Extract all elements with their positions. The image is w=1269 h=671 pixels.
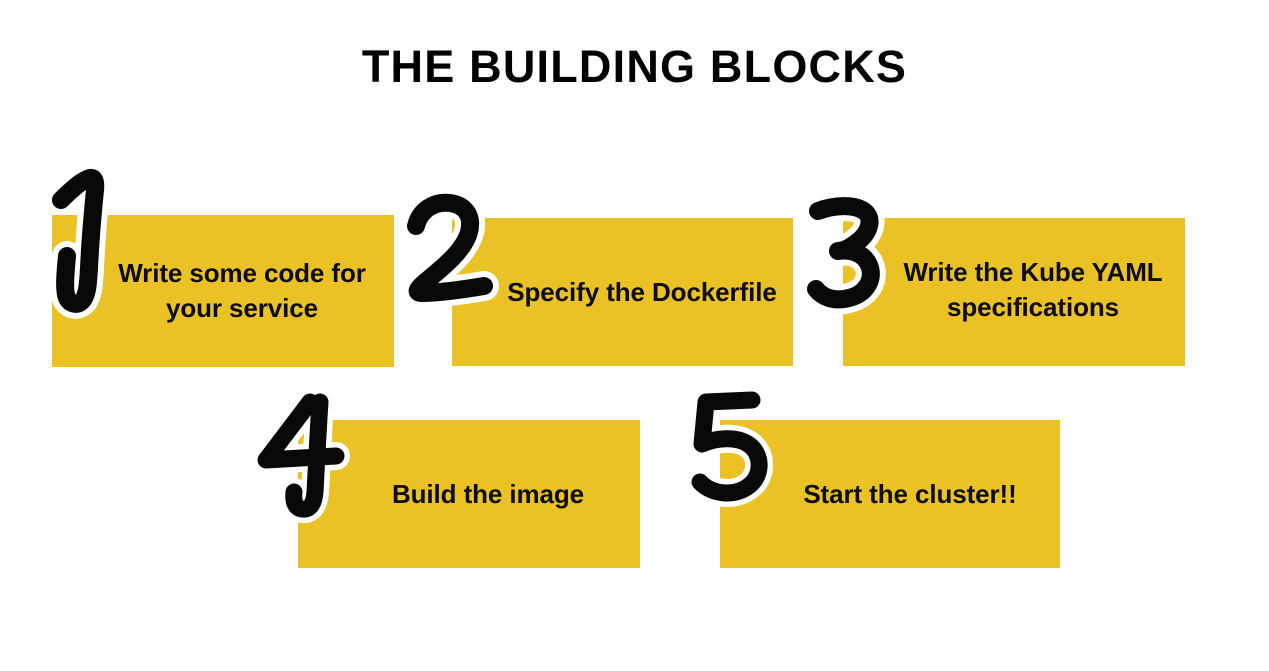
- step-number-2-icon: [400, 187, 504, 312]
- page-title: THE BUILDING BLOCKS: [361, 41, 908, 92]
- step-number-4-icon: [248, 388, 352, 524]
- step-number-1-icon: [44, 162, 116, 324]
- step-number-5-icon: [676, 382, 780, 518]
- step-5-background: [720, 420, 1060, 568]
- step-number-3-icon: [800, 191, 896, 317]
- step-1-background: [52, 215, 394, 367]
- step-4-background: [298, 420, 640, 568]
- step-2-background: [452, 218, 793, 366]
- step-3-background: [843, 218, 1185, 366]
